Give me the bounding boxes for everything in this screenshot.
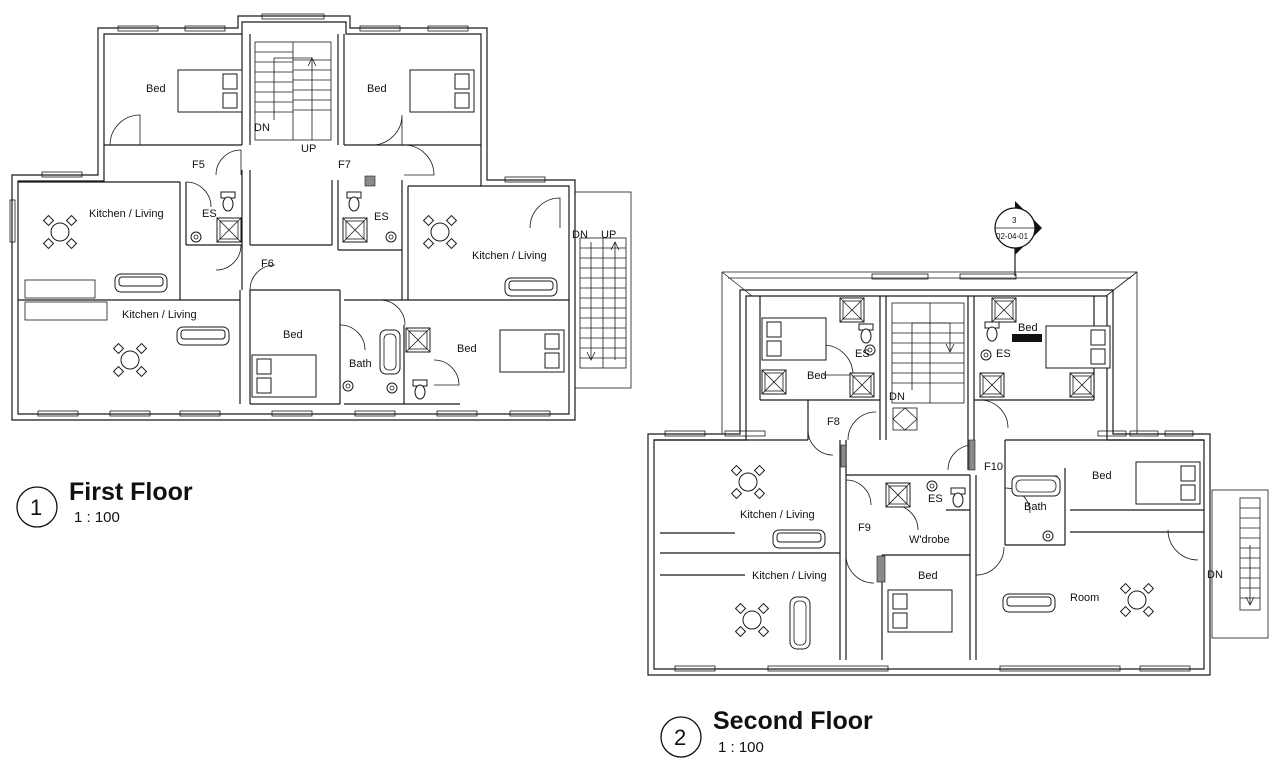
ff-stair-dn-label: DN [254,122,270,134]
sf-es-n1-label: ES [855,348,870,360]
ff-bed-nw-label: Bed [146,83,166,95]
sf-ext-dn-label: DN [1207,569,1223,581]
ff-kitchen-sw-label: Kitchen / Living [122,309,197,321]
second-floor-plan: Bed Bed Bed Bed Kitchen / Living Kitchen… [647,271,1269,676]
ff-bed-s2-label: Bed [457,343,477,355]
plan-title-1: First Floor [69,478,193,506]
sf-f9-label: F9 [858,522,871,534]
ff-f7-label: F7 [338,159,351,171]
ff-bed-s1-label: Bed [283,329,303,341]
sf-bed-s-label: Bed [918,570,938,582]
ff-bath-label: Bath [349,358,372,370]
ff-es-e-label: ES [374,211,389,223]
sf-bed-nw-label: Bed [807,370,827,382]
section-marker: 3 02-04-01 [994,201,1042,276]
sf-f8-label: F8 [827,416,840,428]
second-floor-title-block: 2 Second Floor 1 : 100 [660,707,873,758]
sf-bed-ne-label: Bed [1018,322,1038,334]
ff-kitchen-e-label: Kitchen / Living [472,250,547,262]
plan-number-2: 2 [674,725,686,750]
sf-stair-dn-label: DN [889,391,905,403]
first-floor-title-block: 1 First Floor 1 : 100 [16,478,193,528]
ff-f6-label: F6 [261,258,274,270]
ff-bed-ne-label: Bed [367,83,387,95]
sf-kitchen-sw-label: Kitchen / Living [752,570,827,582]
sf-es-n2-label: ES [996,348,1011,360]
sf-kitchen-w-label: Kitchen / Living [740,509,815,521]
sf-bed-e-label: Bed [1092,470,1112,482]
plan-title-2: Second Floor [713,707,873,735]
sf-es-c-label: ES [928,493,943,505]
sf-f10-label: F10 [984,461,1003,473]
ff-kitchen-w-label: Kitchen / Living [89,208,164,220]
ff-ext-dn-label: DN [572,229,588,241]
plan-number-1: 1 [30,495,42,520]
ff-stair-up-label: UP [301,143,316,155]
sf-wardrobe-label: W'drobe [909,534,950,546]
ff-f5-label: F5 [192,159,205,171]
ff-es-w-label: ES [202,208,217,220]
section-marker-number: 3 [1012,216,1017,225]
ff-ext-up-label: UP [601,229,616,241]
plan-scale-2: 1 : 100 [718,739,764,756]
sf-room-label: Room [1070,592,1099,604]
section-marker-sheet: 02-04-01 [996,232,1029,241]
plan-scale-1: 1 : 100 [74,509,120,526]
first-floor-plan: Bed Bed Kitchen / Living Kitchen / Livin… [9,13,632,421]
sf-bath-label: Bath [1024,501,1047,513]
